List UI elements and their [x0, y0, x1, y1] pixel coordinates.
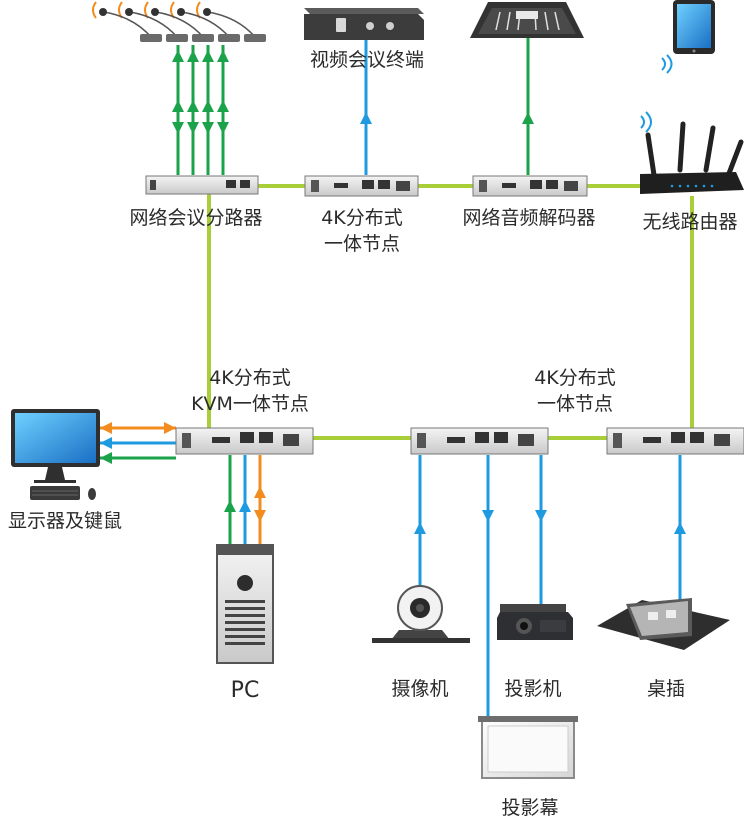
network-lines — [207, 184, 694, 440]
kvm-node-label-2: KVM一体节点 — [191, 393, 309, 415]
tablet-icon — [661, 0, 715, 74]
camera-label: 摄像机 — [391, 678, 448, 700]
audio-decoder-label: 网络音频解码器 — [462, 207, 595, 229]
audio-console-icon — [470, 2, 584, 38]
mic-signal-lines — [172, 45, 229, 175]
monitor-label: 显示器及键鼠 — [8, 510, 122, 532]
pc-label: PC — [231, 678, 260, 703]
microphone-icon — [92, 1, 266, 42]
wireless-router-label: 无线路由器 — [642, 211, 737, 233]
monitor-icon — [11, 409, 100, 500]
kvm-node-label-1: 4K分布式 — [209, 367, 291, 389]
conference-router-label: 网络会议分路器 — [129, 207, 262, 229]
projector-label: 投影机 — [504, 678, 561, 700]
desk-socket-label: 桌插 — [647, 678, 685, 700]
pc-links — [224, 455, 266, 545]
video-terminal-icon — [304, 8, 424, 40]
camera-link — [414, 455, 426, 590]
video-terminal-link — [360, 38, 372, 175]
video-terminal-label: 视频会议终端 — [310, 49, 424, 71]
projector-links — [482, 455, 547, 720]
conference-router-box — [145, 175, 259, 195]
projection-screen-icon — [478, 716, 578, 779]
projector-icon — [497, 604, 573, 640]
wireless-router-icon — [640, 111, 744, 194]
node-top-label-1: 4K分布式 — [321, 207, 403, 229]
node-mid-label-1: 4K分布式 — [534, 367, 616, 389]
node-top-label-2: 一体节点 — [324, 233, 400, 255]
camera-icon — [372, 585, 470, 643]
audio-console-link — [522, 38, 534, 175]
node-box-icon — [175, 175, 744, 455]
projection-screen-label: 投影幕 — [501, 797, 558, 819]
monitor-links — [100, 422, 176, 464]
pc-tower-icon — [216, 544, 274, 664]
desk-socket-icon — [597, 598, 730, 650]
node-mid-label-2: 一体节点 — [537, 393, 613, 415]
desk-socket-link — [674, 455, 686, 605]
